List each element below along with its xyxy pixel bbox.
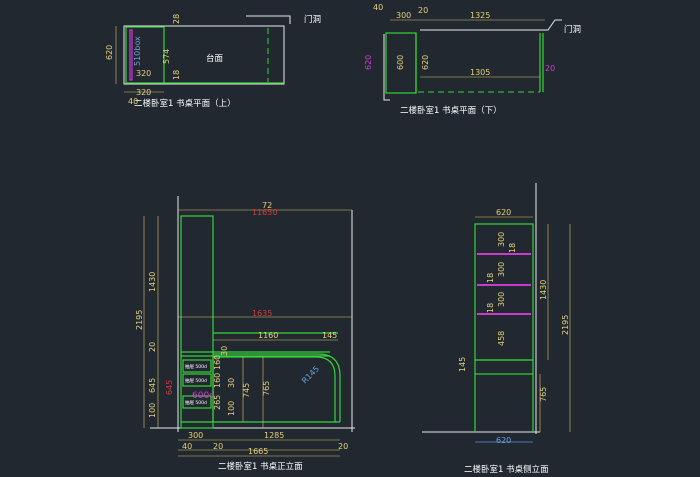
- dim-458: 458: [497, 331, 506, 346]
- wall-top: [420, 19, 562, 31]
- drawer-1: [182, 359, 212, 373]
- wall-left: [383, 34, 390, 101]
- dim-160-b: 160: [213, 373, 222, 388]
- dim-620-bottom-blue: 620: [496, 436, 511, 445]
- door-label-2: 门洞: [564, 24, 581, 35]
- plan-top-title: 二楼卧室1 书桌平面（上）: [134, 98, 236, 109]
- dim-320-outer: 320: [136, 88, 151, 97]
- dim-20c-front: 20: [338, 442, 348, 451]
- box-label: 510box: [133, 36, 142, 66]
- dim-300-front: 300: [188, 431, 203, 440]
- dim-red-645: 645: [165, 380, 174, 395]
- dim-265: 265: [213, 395, 222, 410]
- desk-label: 台面: [206, 53, 224, 64]
- dim-top-yellow: 72: [262, 201, 272, 210]
- dim-40-front: 40: [182, 442, 192, 451]
- dim-30-a: 30: [220, 346, 229, 356]
- dim-620-b: 620: [421, 55, 430, 70]
- dim-300-side-b: 300: [497, 262, 506, 277]
- dim-40: 40: [128, 97, 138, 106]
- dim-145-front: 145: [322, 331, 337, 340]
- dim-1430-front: 1430: [148, 272, 157, 292]
- dim-red-11650: 11650: [252, 208, 277, 217]
- side-title: 二楼卧室1 书桌侧立面: [464, 464, 549, 475]
- dim-18-side-c: 18: [486, 303, 495, 313]
- drawer-note: 600d: [192, 391, 215, 401]
- side-desk-top: [474, 359, 534, 375]
- dim-320-inner: 320: [136, 69, 151, 78]
- drawer-2: [182, 373, 212, 387]
- dim-574: 574: [162, 49, 171, 64]
- dim-1430-side: 1430: [539, 280, 548, 300]
- door-label: 门洞: [304, 14, 321, 25]
- dim-40-b: 40: [373, 3, 383, 12]
- tall-cabinet: [180, 215, 214, 429]
- dim-300-side-a: 300: [497, 232, 506, 247]
- dim-28: 28: [172, 14, 181, 24]
- drawer-3: [182, 395, 212, 409]
- dim-1325: 1325: [470, 11, 490, 20]
- dim-20-b: 20: [418, 6, 428, 15]
- dim-2195-front: 2195: [135, 310, 144, 330]
- dim-300-side-c: 300: [497, 292, 506, 307]
- dim-1305: 1305: [470, 68, 490, 77]
- dim-300-b: 300: [396, 11, 411, 20]
- dim-18-side-a: 18: [508, 243, 517, 253]
- desk-top-inner: [213, 356, 336, 422]
- dim-20-front: 20: [148, 342, 157, 352]
- cabinet-panel: [129, 29, 133, 81]
- side-elevation: 620 300 18 18 300 18 300 458 1430 2195 1…: [422, 183, 571, 475]
- front-elevation: 抽屉 500d 抽屉 500d 抽屉 500d 600d 72 11650 16…: [135, 196, 355, 472]
- dim-100-front: 100: [148, 403, 157, 418]
- plan-top-view: 门洞 台面 510box 620 28 574 18 320 320 40 二楼…: [105, 14, 321, 109]
- plan-bottom-title: 二楼卧室1 书桌平面（下）: [400, 105, 502, 116]
- dim-2195-side: 2195: [561, 315, 570, 335]
- dim-18: 18: [172, 70, 181, 80]
- dim-18-side-b: 18: [486, 273, 495, 283]
- dim-620-magenta: 620: [364, 55, 373, 70]
- dim-145-side: 145: [458, 357, 467, 372]
- front-title: 二楼卧室1 书桌正立面: [218, 461, 303, 472]
- dim-30-b: 30: [227, 378, 236, 388]
- dim-1665: 1665: [248, 447, 268, 456]
- dim-620-side: 620: [496, 208, 511, 217]
- dim-765-front: 765: [262, 381, 271, 396]
- desk-top-curve: [213, 353, 341, 422]
- dim-20b-front: 20: [213, 442, 223, 451]
- dim-20-end: 20: [545, 64, 555, 73]
- dim-red-1635: 1635: [252, 309, 272, 318]
- dim-160-a: 160: [213, 355, 222, 370]
- dim-1160: 1160: [258, 331, 278, 340]
- radius-label: R145: [300, 364, 321, 385]
- dim-765-side: 765: [539, 387, 548, 402]
- dim-620: 620: [105, 45, 114, 60]
- dim-745: 745: [242, 383, 251, 398]
- cabinet-outline: [125, 26, 165, 84]
- dim-1285: 1285: [264, 431, 284, 440]
- dim-600-b: 600: [396, 55, 405, 70]
- desk-outline: [123, 25, 285, 85]
- plan-bottom-view: 门洞 40 300 20 1325 600 620 620 1305 20 二楼…: [364, 3, 581, 116]
- dim-100-inner: 100: [227, 401, 236, 416]
- drawer-label-1: 抽屉 500d: [185, 363, 207, 370]
- drawer-label-3: 抽屉 500d: [185, 399, 207, 406]
- dim-645-front: 645: [148, 378, 157, 393]
- door-opening-line: [246, 15, 291, 24]
- drawer-label-2: 抽屉 500d: [185, 377, 207, 384]
